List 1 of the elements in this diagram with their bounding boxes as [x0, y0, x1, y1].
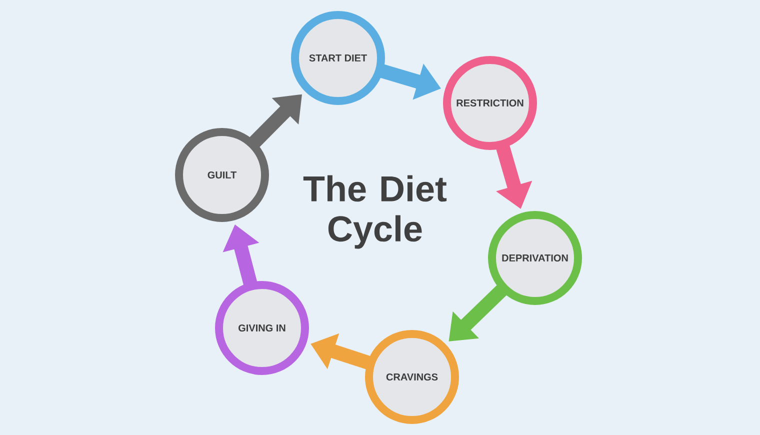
title: The Diet Cycle [303, 175, 447, 249]
